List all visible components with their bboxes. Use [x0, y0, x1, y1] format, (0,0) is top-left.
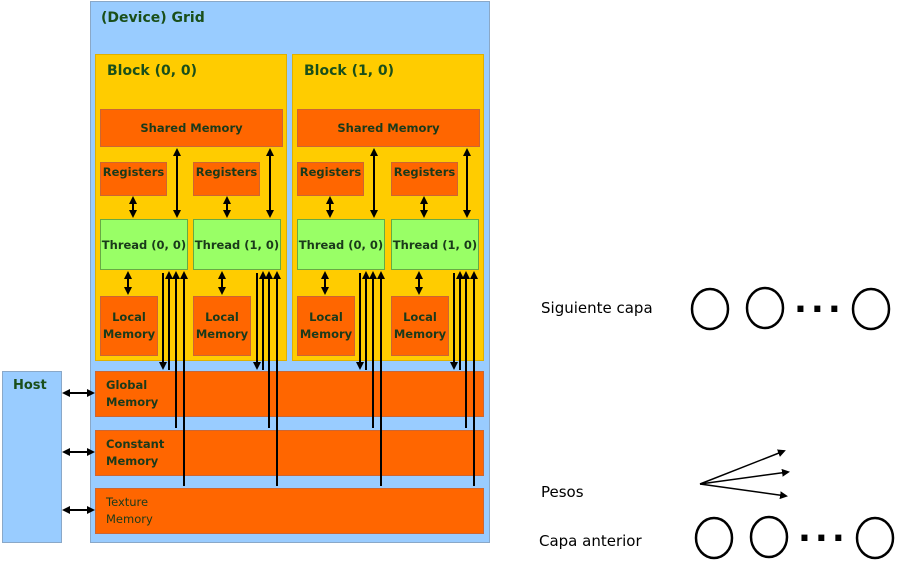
neuron — [855, 516, 895, 560]
registers: Registers — [297, 162, 364, 196]
host-box: Host — [2, 371, 62, 543]
neuron — [749, 515, 789, 559]
local-memory: Local Memory — [100, 296, 158, 356]
constant-memory: Constant Memory — [95, 430, 484, 476]
neuron — [745, 286, 785, 330]
neuron — [690, 287, 730, 331]
shared-memory: Shared Memory — [297, 109, 480, 147]
texture-memory-label: Texture Memory — [106, 495, 153, 526]
texture-memory: Texture Memory — [95, 488, 484, 534]
block-title: Block (0, 0) — [107, 63, 198, 79]
weights-label: Pesos — [541, 483, 584, 501]
grid-title: (Device) Grid — [101, 10, 205, 26]
registers: Registers — [391, 162, 458, 196]
local-memory: Local Memory — [391, 296, 449, 356]
global-memory-label: Global Memory — [106, 378, 159, 409]
registers: Registers — [100, 162, 167, 196]
neuron — [851, 287, 891, 331]
previous-layer-label: Capa anterior — [539, 532, 642, 550]
thread-1-0: Thread (1, 0) — [391, 219, 479, 270]
thread-0-0: Thread (0, 0) — [297, 219, 385, 270]
neuron — [694, 516, 734, 560]
next-layer-label: Siguiente capa — [541, 299, 653, 317]
registers: Registers — [193, 162, 260, 196]
ellipsis-prev: ... — [798, 510, 849, 550]
weight-arrow — [699, 483, 788, 500]
local-memory: Local Memory — [297, 296, 355, 356]
host-label: Host — [13, 378, 47, 393]
shared-memory: Shared Memory — [100, 109, 283, 147]
thread-1-0: Thread (1, 0) — [193, 219, 281, 270]
block-title: Block (1, 0) — [304, 63, 395, 79]
constant-memory-label: Constant Memory — [106, 437, 165, 468]
weight-arrow — [699, 449, 786, 485]
global-memory: Global Memory — [95, 371, 484, 417]
thread-0-0: Thread (0, 0) — [100, 219, 188, 270]
ellipsis-next: ... — [794, 281, 845, 321]
weight-arrow — [699, 468, 790, 485]
local-memory: Local Memory — [193, 296, 251, 356]
